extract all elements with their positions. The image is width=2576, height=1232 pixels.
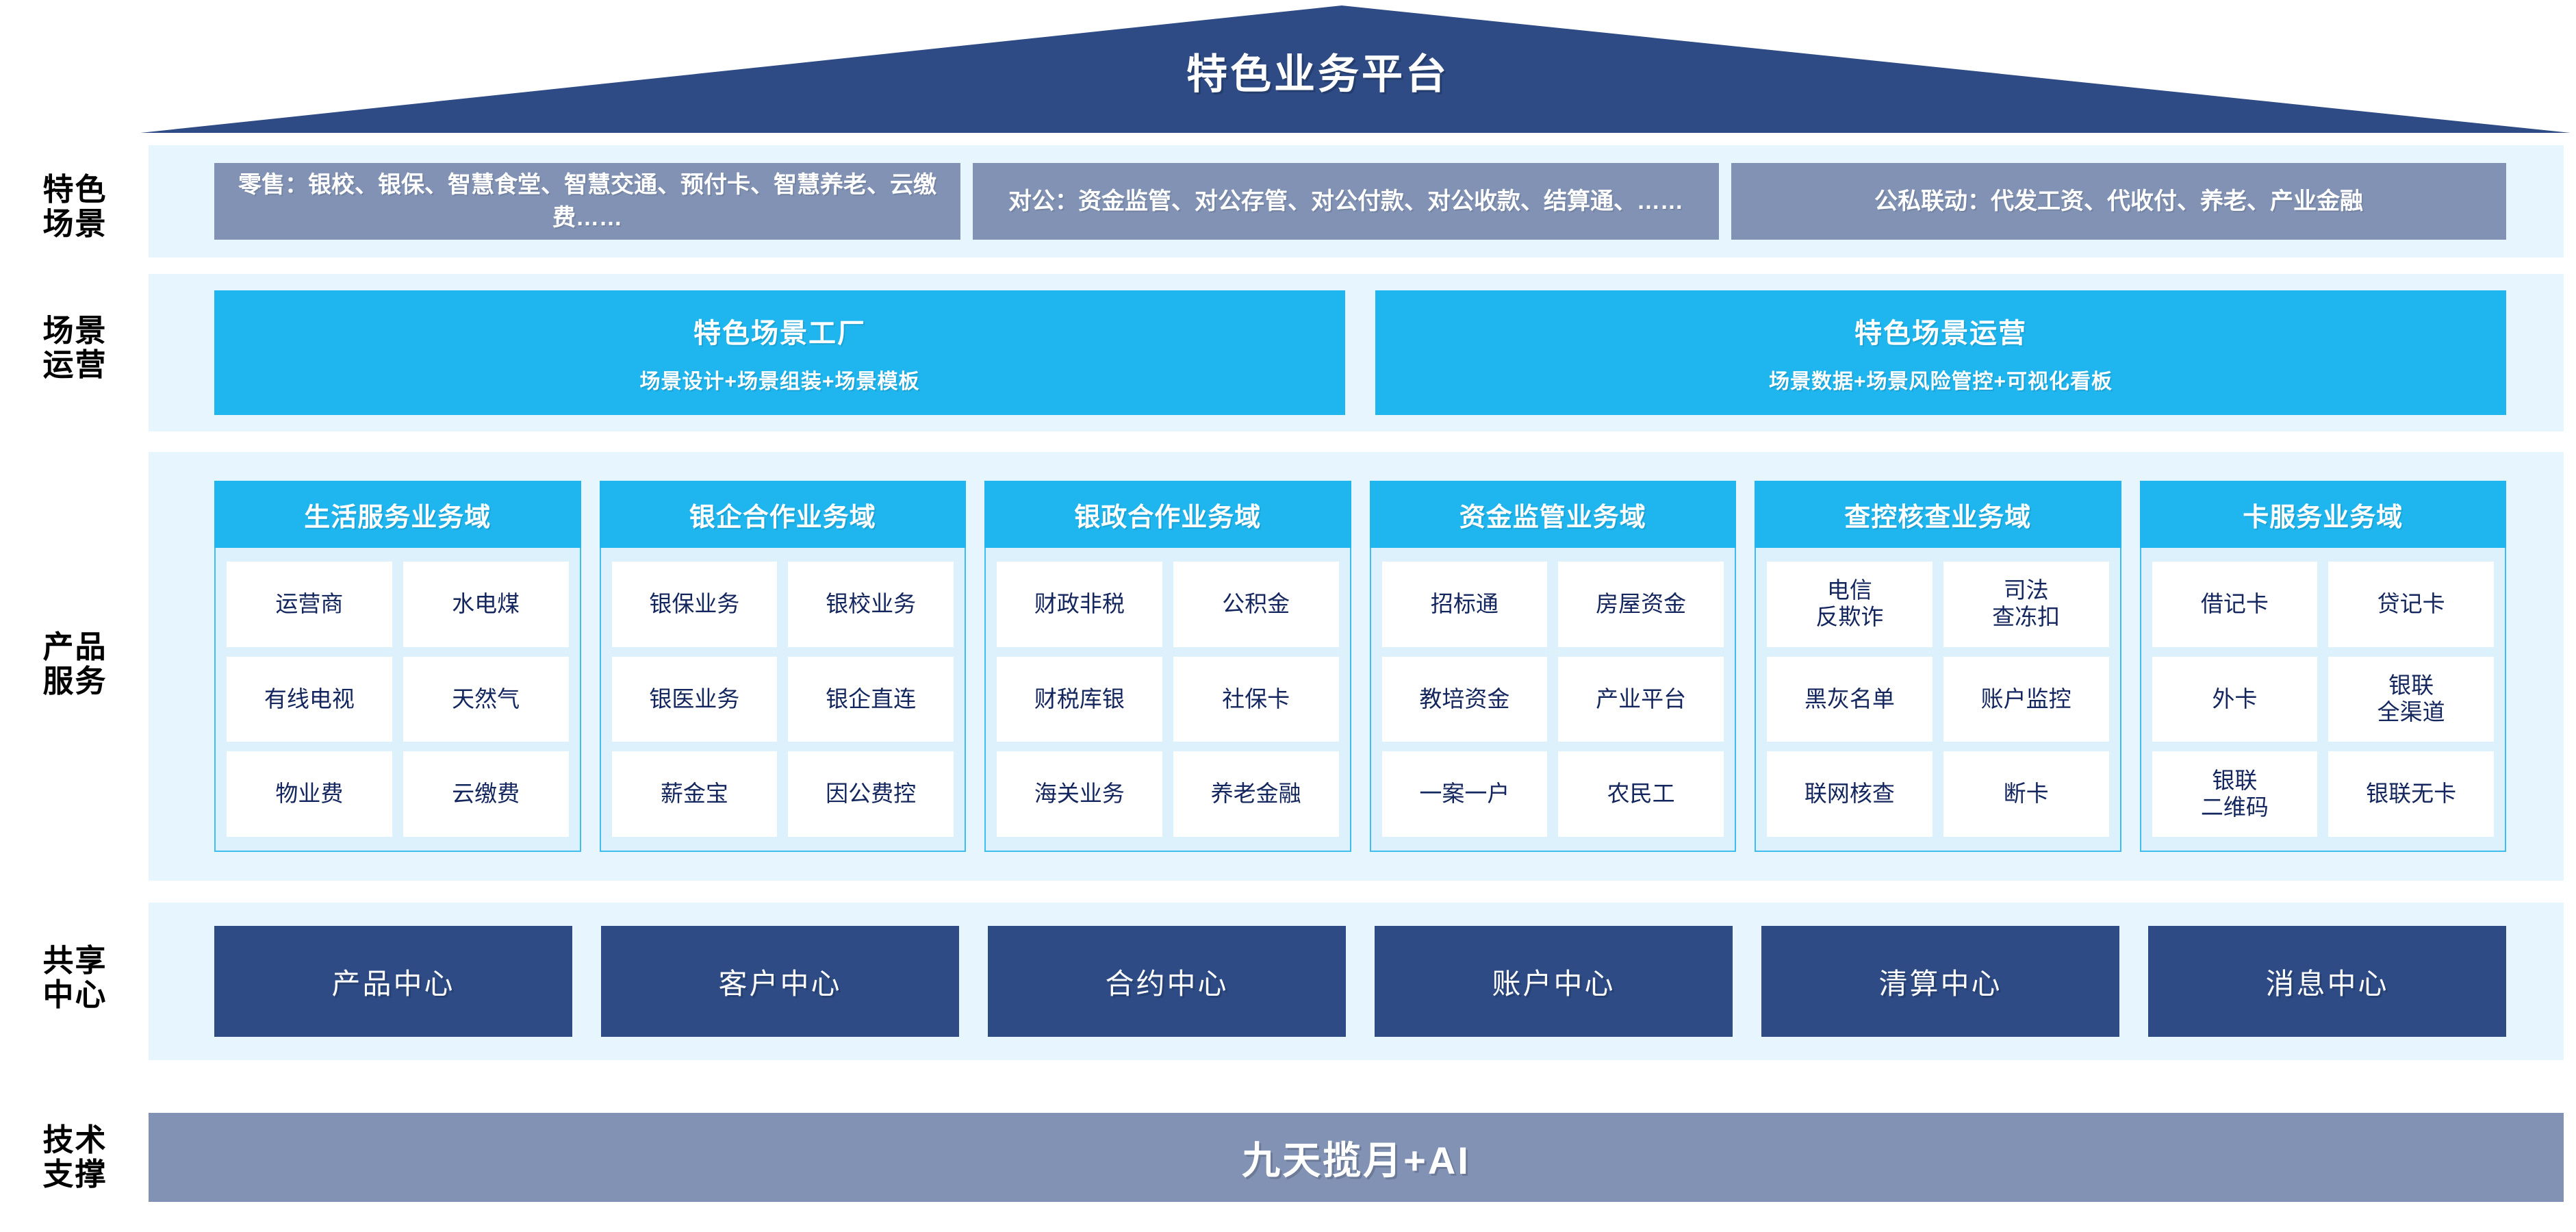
domain-card-title: 卡服务业务域 [2139,481,2506,548]
domain-card-card-service[interactable]: 卡服务业务域 借记卡 贷记卡 外卡 银联 全渠道 银联 二维码 银联无卡 [2139,481,2506,852]
domain-item[interactable]: 运营商 [227,562,392,647]
domain-item[interactable]: 银校业务 [788,562,954,647]
domain-item[interactable]: 教培资金 [1381,656,1548,742]
shared-center-product[interactable]: 产品中心 [214,926,572,1037]
domain-item[interactable]: 公积金 [1173,562,1339,647]
domain-item[interactable]: 账户监控 [1943,656,2109,742]
row-label-operations: 场景 运营 [42,313,107,383]
shared-centers-band: 产品中心 客户中心 合约中心 账户中心 清算中心 消息中心 [149,903,2564,1060]
operations-card-subtitle: 场景数据+场景风险管控+可视化看板 [1768,370,2113,393]
domain-card-title: 银政合作业务域 [984,481,1351,548]
domain-card-fund-supervision[interactable]: 资金监管业务域 招标通 房屋资金 教培资金 产业平台 一案一户 农民工 [1369,481,1736,852]
operations-card-factory[interactable]: 特色场景工厂 场景设计+场景组装+场景模板 [214,290,1345,415]
domain-item[interactable]: 联网核查 [1767,751,1933,837]
operations-card-subtitle: 场景设计+场景组装+场景模板 [639,370,920,393]
domain-item[interactable]: 银联 二维码 [2152,751,2318,837]
domain-item[interactable]: 房屋资金 [1558,562,1724,647]
row-label-tech-support: 技术 支撑 [42,1122,107,1192]
product-services-band: 生活服务业务域 运营商 水电煤 有线电视 天然气 物业费 云缴费 银企合作业务域… [149,452,2564,881]
domain-item-grid: 借记卡 贷记卡 外卡 银联 全渠道 银联 二维码 银联无卡 [2141,548,2505,851]
domain-card-bank-enterprise[interactable]: 银企合作业务域 银保业务 银校业务 银医业务 银企直连 薪金宝 因公费控 [599,481,966,852]
shared-center-message[interactable]: 消息中心 [2148,926,2506,1037]
row-label-shared-centers: 共享 中心 [42,943,107,1013]
shared-center-account[interactable]: 账户中心 [1375,926,1733,1037]
domain-item-grid: 财政非税 公积金 财税库银 社保卡 海关业务 养老金融 [986,548,1350,851]
operations-card-title: 特色场景运营 [1854,318,2027,349]
domain-item[interactable]: 财政非税 [997,562,1162,647]
shared-center-settlement[interactable]: 清算中心 [1761,926,2119,1037]
domain-item-grid: 电信 反欺诈 司法 查冻扣 黑灰名单 账户监控 联网核查 断卡 [1756,548,2120,851]
shared-center-customer[interactable]: 客户中心 [601,926,959,1037]
domain-item[interactable]: 黑灰名单 [1767,656,1933,742]
platform-roof: 特色业务平台 [140,5,2571,133]
domain-item-grid: 运营商 水电煤 有线电视 天然气 物业费 云缴费 [216,548,580,851]
shared-center-contract[interactable]: 合约中心 [988,926,1346,1037]
domain-item[interactable]: 薪金宝 [611,751,778,837]
operations-card-operation[interactable]: 特色场景运营 场景数据+场景风险管控+可视化看板 [1375,290,2506,415]
domain-item[interactable]: 银保业务 [611,562,778,647]
domain-item[interactable]: 社保卡 [1173,656,1339,742]
row-label-scenarios: 特色 场景 [42,172,107,242]
scenario-box-corporate[interactable]: 对公：资金监管、对公存管、对公付款、对公收款、结算通、…… [973,163,1719,240]
page-title: 特色业务平台 [1186,51,1449,97]
scenario-box-linkage[interactable]: 公私联动：代发工资、代收付、养老、产业金融 [1731,163,2506,240]
domain-item[interactable]: 海关业务 [997,751,1162,837]
domain-item[interactable]: 银医业务 [611,656,778,742]
domain-item-grid: 银保业务 银校业务 银医业务 银企直连 薪金宝 因公费控 [601,548,965,851]
domain-item[interactable]: 司法 查冻扣 [1943,562,2109,647]
domain-item[interactable]: 养老金融 [1173,751,1339,837]
domain-item[interactable]: 一案一户 [1381,751,1548,837]
domain-item[interactable]: 有线电视 [227,656,392,742]
domain-item[interactable]: 水电煤 [403,562,569,647]
domain-item[interactable]: 借记卡 [2152,562,2318,647]
tech-support-bar[interactable]: 九天揽月+AI [149,1113,2564,1202]
domain-item[interactable]: 招标通 [1381,562,1548,647]
domain-item[interactable]: 农民工 [1558,751,1724,837]
operations-band: 特色场景工厂 场景设计+场景组装+场景模板 特色场景运营 场景数据+场景风险管控… [149,274,2564,431]
domain-item[interactable]: 电信 反欺诈 [1767,562,1933,647]
domain-item[interactable]: 产业平台 [1558,656,1724,742]
scenario-box-retail[interactable]: 零售：银校、银保、智慧食堂、智慧交通、预付卡、智慧养老、云缴费…… [214,163,960,240]
domain-item[interactable]: 断卡 [1943,751,2109,837]
domain-item[interactable]: 因公费控 [788,751,954,837]
domain-item[interactable]: 物业费 [227,751,392,837]
domain-item-grid: 招标通 房屋资金 教培资金 产业平台 一案一户 农民工 [1371,548,1735,851]
domain-card-life-service[interactable]: 生活服务业务域 运营商 水电煤 有线电视 天然气 物业费 云缴费 [214,481,581,852]
operations-card-title: 特色场景工厂 [693,318,866,349]
domain-item[interactable]: 外卡 [2152,656,2318,742]
domain-card-title: 银企合作业务域 [599,481,966,548]
domain-item[interactable]: 天然气 [403,656,569,742]
domain-item[interactable]: 云缴费 [403,751,569,837]
domain-card-title: 生活服务业务域 [214,481,581,548]
domain-item[interactable]: 银企直连 [788,656,954,742]
domain-item[interactable]: 贷记卡 [2328,562,2494,647]
domain-item[interactable]: 财税库银 [997,656,1162,742]
domain-item[interactable]: 银联无卡 [2328,751,2494,837]
roof-triangle-icon [140,5,2571,133]
domain-card-title: 查控核查业务域 [1755,481,2121,548]
domain-card-title: 资金监管业务域 [1369,481,1736,548]
domain-item[interactable]: 银联 全渠道 [2328,656,2494,742]
scenarios-band: 零售：银校、银保、智慧食堂、智慧交通、预付卡、智慧养老、云缴费…… 对公：资金监… [149,145,2564,257]
row-label-products: 产品 服务 [42,629,107,699]
domain-card-bank-government[interactable]: 银政合作业务域 财政非税 公积金 财税库银 社保卡 海关业务 养老金融 [984,481,1351,852]
domain-card-investigation-control[interactable]: 查控核查业务域 电信 反欺诈 司法 查冻扣 黑灰名单 账户监控 联网核查 断卡 [1755,481,2121,852]
